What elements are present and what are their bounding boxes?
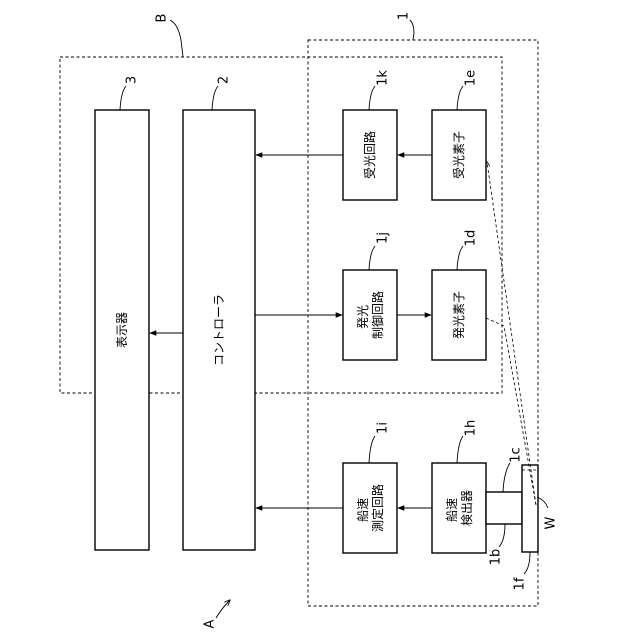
leader-1d bbox=[457, 246, 463, 270]
ship-speed-measuring-circuit-block bbox=[343, 463, 397, 553]
ref-1e: 1e bbox=[464, 70, 479, 86]
leader-1j bbox=[369, 246, 375, 270]
leader-1 bbox=[410, 20, 414, 40]
sensor-stem bbox=[486, 492, 522, 524]
leader-1k bbox=[369, 86, 375, 110]
light-emitting-control-circuit-line2: 制御回路 bbox=[370, 291, 385, 339]
ref-1h: 1h bbox=[464, 420, 479, 437]
display-label: 表示器 bbox=[115, 312, 129, 348]
light-receiving-circuit-label: 受光回路 bbox=[362, 131, 377, 179]
leader-1b bbox=[499, 524, 505, 547]
ref-1b: 1b bbox=[489, 549, 504, 566]
ref-1c: 1c bbox=[509, 447, 524, 462]
ref-1: 1 bbox=[397, 12, 412, 20]
sensor-plate bbox=[522, 465, 538, 552]
ship-speed-measuring-circuit-line1: 船速 bbox=[356, 498, 370, 522]
leader-1e bbox=[457, 86, 463, 110]
leader-2 bbox=[212, 86, 218, 110]
ref-1i: 1i bbox=[376, 422, 391, 434]
leader-3 bbox=[120, 86, 126, 110]
ship-speed-detector-block bbox=[432, 463, 486, 553]
leader-1c bbox=[503, 463, 510, 492]
ship-speed-detector-label: 船速 検出器 bbox=[445, 490, 474, 526]
leader-1h bbox=[457, 436, 463, 463]
leader-1f bbox=[524, 552, 530, 574]
light-emitting-element-label: 発光素子 bbox=[452, 291, 466, 339]
ref-1f: 1f bbox=[513, 577, 528, 590]
light-emitting-control-circuit-block bbox=[343, 270, 397, 360]
ref-2: 2 bbox=[217, 76, 232, 84]
ref-1j: 1j bbox=[376, 232, 391, 244]
ref-w: W bbox=[544, 516, 559, 529]
figure-label-a: A bbox=[203, 619, 218, 628]
ship-speed-measuring-circuit-line2: 測定回路 bbox=[370, 484, 385, 532]
ref-1k: 1k bbox=[376, 70, 391, 86]
light-receiving-element-label: 受光素子 bbox=[452, 131, 466, 179]
controller-label: コントローラ bbox=[212, 294, 226, 366]
leader-b bbox=[170, 20, 183, 57]
ship-speed-detector-line2: 検出器 bbox=[460, 490, 474, 526]
ref-3: 3 bbox=[125, 76, 140, 84]
ref-b: B bbox=[155, 14, 170, 23]
leader-a bbox=[216, 600, 230, 618]
ship-speed-detector-line1: 船速 bbox=[445, 498, 459, 522]
light-emitting-control-circuit-line1: 発光 bbox=[356, 305, 370, 329]
ref-1d: 1d bbox=[464, 230, 479, 247]
leader-1i bbox=[369, 436, 375, 463]
